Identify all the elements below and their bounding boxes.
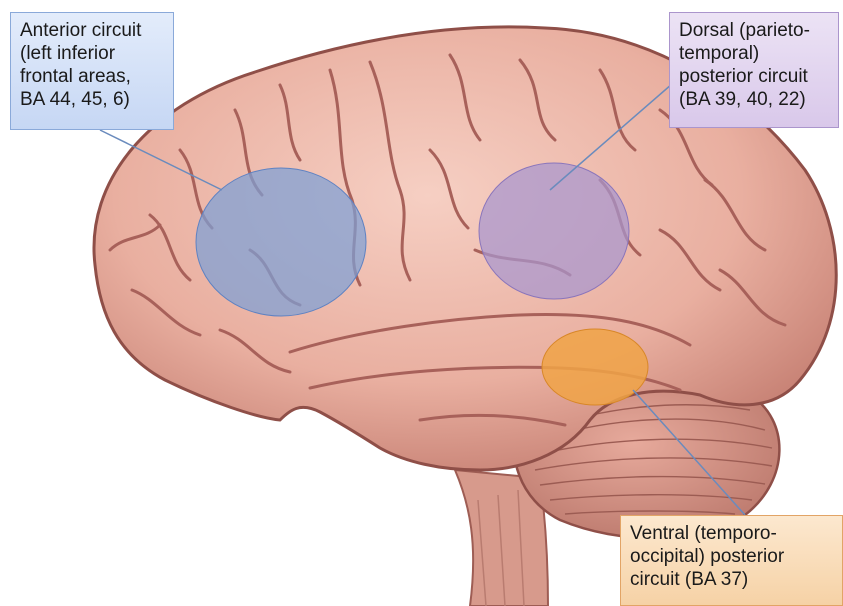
label-line: posterior circuit xyxy=(679,65,830,88)
label-line: (left inferior xyxy=(20,42,165,65)
label-line: occipital) posterior xyxy=(630,545,834,568)
label-line: Ventral (temporo- xyxy=(630,522,834,545)
label-line: BA 44, 45, 6) xyxy=(20,88,165,111)
dorsal-circuit-label: Dorsal (parieto- temporal) posterior cir… xyxy=(669,12,839,128)
label-line: frontal areas, xyxy=(20,65,165,88)
dorsal-circuit-region xyxy=(479,163,629,299)
label-line: (BA 39, 40, 22) xyxy=(679,88,830,111)
label-line: Dorsal (parieto- xyxy=(679,19,830,42)
label-line: Anterior circuit xyxy=(20,19,165,42)
anterior-circuit-label: Anterior circuit (left inferior frontal … xyxy=(10,12,174,130)
ventral-circuit-label: Ventral (temporo- occipital) posterior c… xyxy=(620,515,843,606)
label-line: temporal) xyxy=(679,42,830,65)
label-line: circuit (BA 37) xyxy=(630,568,834,591)
ventral-circuit-region xyxy=(542,329,648,405)
